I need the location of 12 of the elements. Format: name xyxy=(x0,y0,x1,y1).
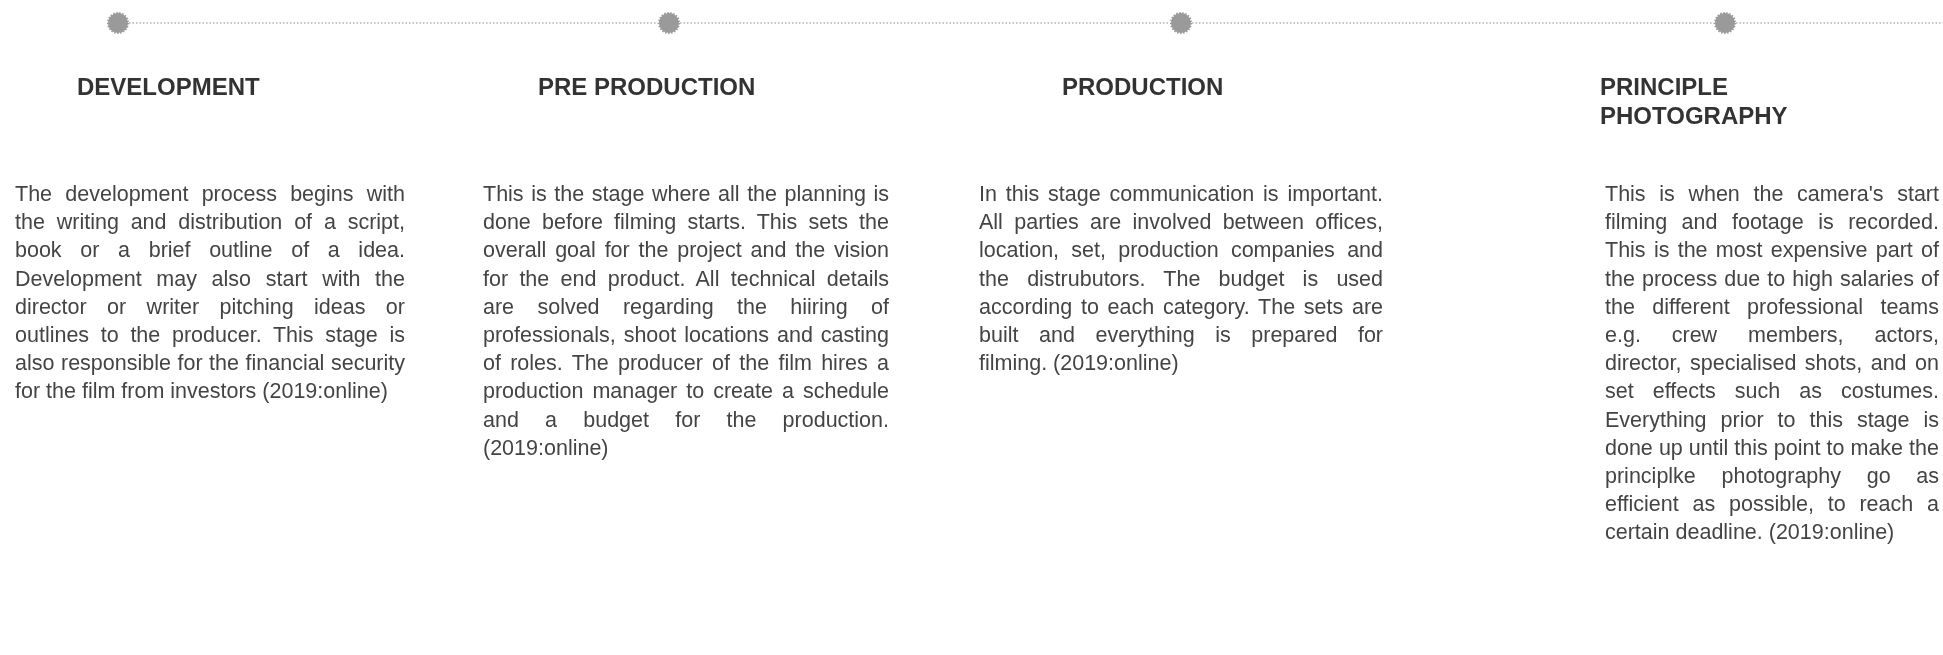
stage-heading: PRE PRODUCTION xyxy=(538,72,757,101)
stage-heading: DEVELOPMENT xyxy=(77,72,261,101)
stage-description: This is when the camera's start filming and footage is recorded. This is the most expensive part of the process due to high salaries of the different professional teams e.g. crew members, actors, director, specialised shots, and on set effects such as costumes. Everything prior to this stage is done up until this point to make the principlke photography go as efficient as possible, to reach a certain deadline. (2019:online) xyxy=(1605,181,1939,547)
timeline-dot xyxy=(107,12,129,34)
stage-description: This is the stage where all the planning is done before filming starts. This sets the overall goal for the project and the vision for the end product. All technical details are solved regarding the hiiring of professionals, shoot locations and casting of roles. The producer of the film hires a production manager to create a schedule and a budget for the production. (2019:online) xyxy=(483,181,889,462)
stage-heading: PRINCIPLE PHOTOGRAPHY xyxy=(1600,72,1789,130)
timeline-dot xyxy=(1714,12,1736,34)
timeline-dot xyxy=(658,12,680,34)
stage-description: In this stage communication is important. All parties are involved between offices, location, set, production companies and the distrubutors. The budget is used according to each category. The sets are built and everything is prepared for filming. (2019:online) xyxy=(979,181,1383,378)
stage-heading: PRODUCTION xyxy=(1062,72,1225,101)
stage-description: The development process begins with the writing and distribution of a script, book or a brief outline of a idea. Development may also start with the director or writer pitching ideas or outlines to the producer. This stage is also responsible for the financial security for the film from investors (2019:online) xyxy=(15,181,405,406)
timeline-dot xyxy=(1170,12,1192,34)
